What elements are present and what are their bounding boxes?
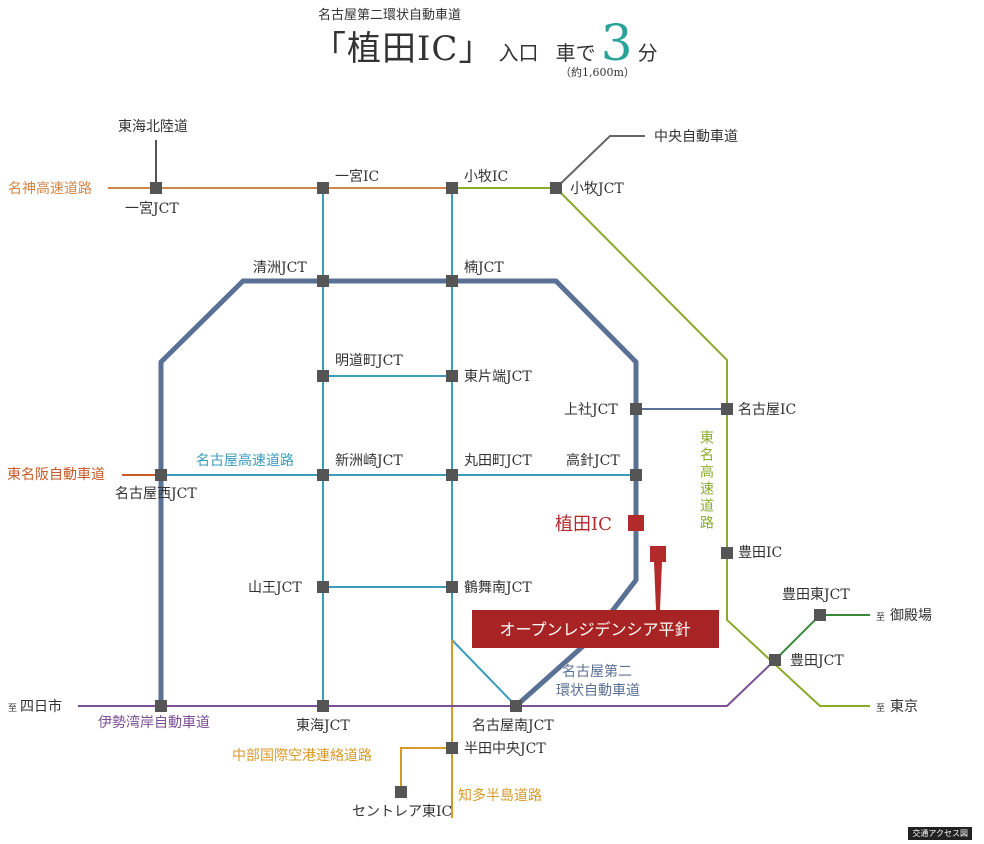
label-higashikatahata-jct: 東片端JCT <box>464 369 532 385</box>
komaki-jct-node <box>550 182 562 194</box>
label-toyota-higashi-jct: 豊田東JCT <box>782 587 850 603</box>
handa-chuo-jct-node <box>446 742 458 754</box>
label-komaki-ic: 小牧IC <box>464 169 508 185</box>
header-minutes-unit: 分 <box>637 41 658 65</box>
kiyosu-jct-node <box>317 275 329 287</box>
meidocho-jct-node <box>317 370 329 382</box>
road-label-chubu-airport: 中部国際空港連絡道路 <box>232 748 372 764</box>
header-subtitle: 名古屋第二環状自動車道 <box>318 8 462 23</box>
nagoya-minami-jct-node <box>510 700 522 712</box>
property-marker <box>650 546 666 562</box>
kusunoki-jct-node <box>446 275 458 287</box>
road-label-nagoya-daini-1: 名古屋第二 <box>562 663 632 680</box>
tsurumaiminami-jct-node <box>446 581 458 593</box>
label-ichinomiya-ic: 一宮IC <box>335 169 379 185</box>
dest-prefix-gotemba: 至 <box>876 612 885 623</box>
header-minutes: 3 <box>600 14 633 72</box>
label-ichinomiya-jct: 一宮JCT <box>125 201 179 217</box>
label-marutamachi-jct: 丸田町JCT <box>464 453 532 469</box>
label-sanno-jct: 山王JCT <box>248 580 302 596</box>
property-pointer <box>654 562 662 610</box>
label-meidocho-jct: 明道町JCT <box>335 353 403 369</box>
label-centrair-higashi-ic: セントレア東IC <box>352 804 452 820</box>
label-nagoya-nishi-jct: 名古屋西JCT <box>115 486 197 502</box>
road-label-tokai-hokuriku: 東海北陸道 <box>118 119 188 135</box>
sanno-jct-node <box>317 581 329 593</box>
label-kusunoki-jct: 楠JCT <box>464 260 504 276</box>
access-map-badge: 交通アクセス図 <box>908 827 972 840</box>
header-mode: 車で <box>555 41 596 65</box>
road-label-nagoya-expressway: 名古屋高速道路 <box>196 452 294 469</box>
toyota-higashi-jct-node <box>814 609 826 621</box>
label-tsurumaiminami-jct: 鶴舞南JCT <box>464 579 532 596</box>
label-tokai-jct: 東海JCT <box>296 718 350 734</box>
road-label-meishin: 名神高速道路 <box>8 180 92 197</box>
isewangan-line <box>78 659 776 707</box>
toyota-ic-node <box>721 547 733 559</box>
property-label-box <box>472 610 719 648</box>
nagoya-nishi-jct-node <box>155 469 167 481</box>
tomei-line <box>555 187 870 707</box>
marutamachi-jct-node <box>446 469 458 481</box>
road-label-nagoya-daini-2: 環状自動車道 <box>556 682 640 699</box>
isewangan-west-node <box>155 700 167 712</box>
label-komaki-jct: 小牧JCT <box>570 181 624 197</box>
dest-prefix-tokyo: 至 <box>876 703 885 714</box>
ichinomiya-jct-node <box>150 182 162 194</box>
nagoya-ic-node <box>721 403 733 415</box>
label-kiyosu-jct: 清洲JCT <box>253 260 307 276</box>
header-title: 「植田IC」 入口 車で 3 分 <box>312 14 658 72</box>
higashikatahata-jct-node <box>446 370 458 382</box>
label-takabari-jct: 高針JCT <box>566 452 620 469</box>
chuo-line <box>555 135 645 189</box>
road-label-tomei-hanna: 東名阪自動車道 <box>7 466 105 483</box>
toyota-jct-node <box>769 654 781 666</box>
label-toyota-ic: 豊田IC <box>738 545 782 561</box>
ichinomiya-ic-node <box>317 182 329 194</box>
header-distance: （約1,600m） <box>560 66 635 79</box>
ueda-ic-node <box>628 515 644 531</box>
komaki-ic-node <box>446 182 458 194</box>
expressway-south-line <box>451 639 517 707</box>
dest-prefix-yokkaichi: 至 <box>8 703 17 714</box>
label-shinsuzaki-jct: 新洲崎JCT <box>335 453 403 469</box>
road-label-chuo: 中央自動車道 <box>654 128 738 145</box>
label-toyota-jct: 豊田JCT <box>790 653 844 669</box>
shinsuzaki-jct-node <box>317 469 329 481</box>
label-nagoya-minami-jct: 名古屋南JCT <box>472 718 554 734</box>
airport-line <box>400 747 452 792</box>
road-label-tomei: 東名高速道路 <box>698 430 714 529</box>
label-handa-chuo-jct: 半田中央JCT <box>464 741 546 757</box>
label-nagoya-ic: 名古屋IC <box>738 402 796 418</box>
takabari-jct-node <box>630 469 642 481</box>
header-entry: 入口 <box>498 41 539 65</box>
tokai-jct-node <box>317 700 329 712</box>
label-kamiyashiro-jct: 上社JCT <box>564 402 618 418</box>
kamiyashiro-jct-node <box>630 403 642 415</box>
dest-yokkaichi: 四日市 <box>20 698 62 715</box>
header-ic-name: 「植田IC」 <box>312 29 494 69</box>
road-label-chita: 知多半島道路 <box>458 787 542 804</box>
road-label-isewangan: 伊勢湾岸自動車道 <box>98 714 210 731</box>
property-label: オープンレジデンシア平針 <box>499 620 690 639</box>
label-ueda-ic: 植田IC <box>555 514 612 535</box>
centrair-higashi-ic-node <box>395 786 407 798</box>
dest-tokyo: 東京 <box>890 699 918 715</box>
dest-gotemba: 御殿場 <box>890 608 932 624</box>
